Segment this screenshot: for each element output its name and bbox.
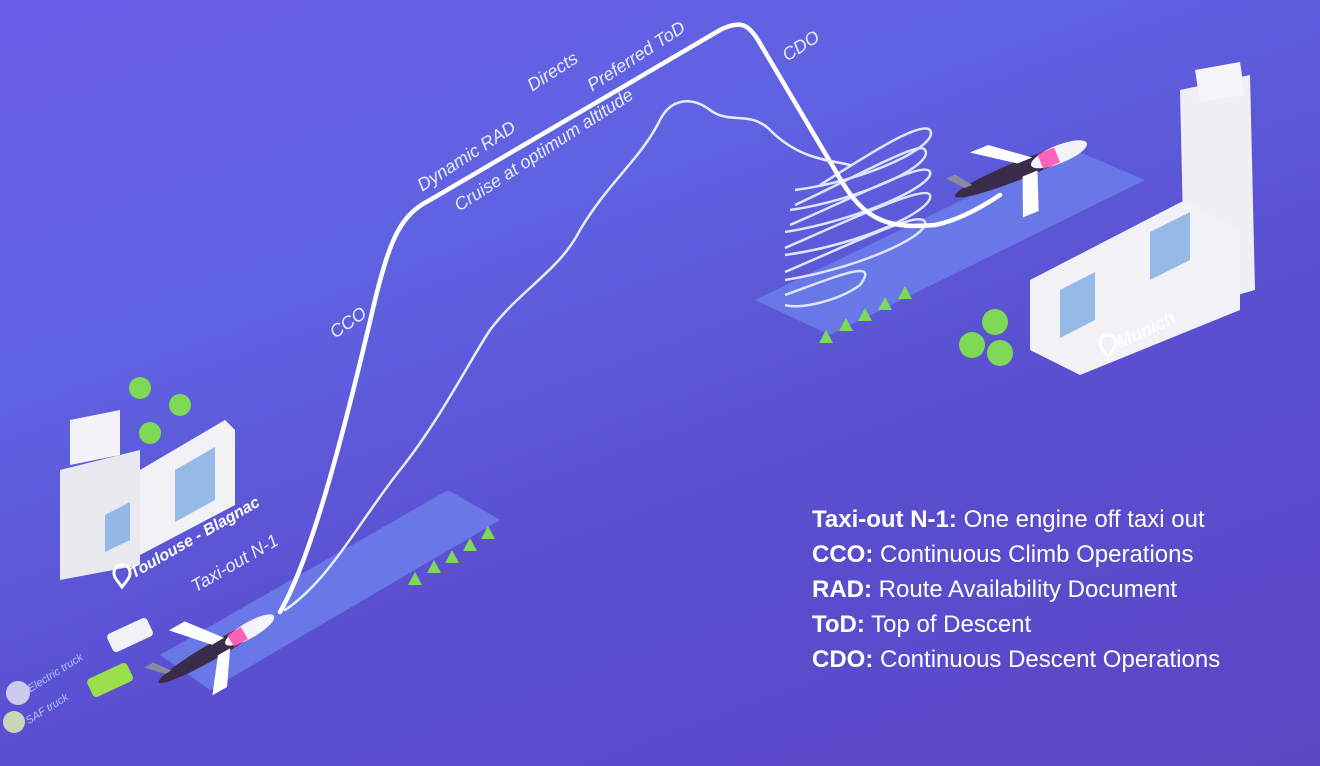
electric-truck-icon: [107, 617, 153, 653]
origin-aircraft-icon: [144, 614, 275, 696]
legend-definition: Top of Descent: [871, 611, 1032, 638]
destination-location-pin-icon: [1098, 333, 1118, 360]
legend-term: ToD:: [812, 611, 865, 638]
legend: Taxi-out N-1: One engine off taxi out CC…: [812, 502, 1220, 677]
legend-definition: Continuous Descent Operations: [880, 646, 1221, 673]
legend-item: ToD: Top of Descent: [812, 607, 1220, 642]
legend-term: Taxi-out N-1:: [812, 506, 957, 533]
legend-item: RAD: Route Availability Document: [812, 572, 1220, 607]
destination-terminal-building-icon: [1030, 62, 1255, 375]
saf-truck-badge-icon: [3, 711, 25, 733]
legend-item: CCO: Continuous Climb Operations: [812, 537, 1220, 572]
destination-aircraft-icon: [945, 140, 1087, 218]
trees-icon: [129, 286, 1013, 585]
legend-item: Taxi-out N-1: One engine off taxi out: [812, 502, 1220, 537]
optimized-flight-path: [277, 22, 1003, 615]
origin-terminal-building-icon: [60, 410, 235, 580]
legend-item: CDO: Continuous Descent Operations: [812, 642, 1220, 677]
conventional-flight-path: [283, 100, 852, 612]
saf-truck-icon: [87, 662, 133, 698]
legend-term: CDO:: [812, 646, 874, 673]
electric-truck-badge-icon: [6, 681, 30, 705]
legend-term: CCO:: [812, 541, 874, 568]
legend-definition: Continuous Climb Operations: [880, 541, 1194, 568]
destination-runway: [755, 148, 1145, 335]
legend-definition: Route Availability Document: [878, 576, 1178, 603]
legend-definition: One engine off taxi out: [963, 506, 1205, 533]
origin-location-pin-icon: [112, 563, 132, 590]
legend-term: RAD:: [812, 576, 872, 603]
